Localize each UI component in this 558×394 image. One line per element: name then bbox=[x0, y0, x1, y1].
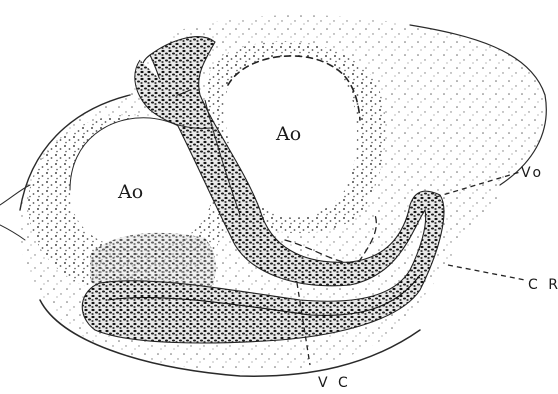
label-vc: V C bbox=[318, 375, 351, 391]
cr-leader bbox=[448, 265, 525, 280]
label-ao-left: Ao bbox=[117, 181, 143, 203]
label-vo: Vo bbox=[521, 165, 544, 181]
label-cr: C R bbox=[528, 277, 558, 293]
label-ao-right: Ao bbox=[275, 123, 301, 145]
